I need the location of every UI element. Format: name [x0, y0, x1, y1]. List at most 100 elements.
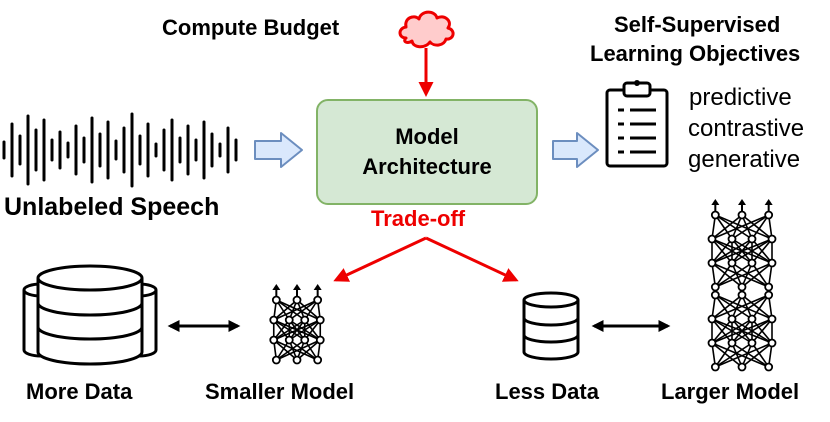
network-edge — [751, 318, 773, 344]
network-node — [707, 234, 717, 244]
less-data-label: Less Data — [495, 379, 599, 404]
network-edge — [276, 299, 321, 321]
neural-network-icon — [269, 284, 325, 365]
model-label-line1: Model — [395, 124, 459, 149]
network-node — [737, 290, 747, 300]
network-edge — [714, 262, 753, 288]
network-edge — [741, 294, 773, 320]
waveform-icon — [2, 112, 238, 188]
network-node — [269, 335, 279, 345]
network-edge — [276, 339, 321, 361]
network-edge — [741, 342, 773, 368]
network-node — [764, 362, 774, 372]
network-node — [747, 258, 757, 268]
network-node — [300, 335, 310, 345]
unlabeled-speech-label: Unlabeled Speech — [4, 193, 220, 221]
network-node — [313, 295, 323, 305]
objective-predictive: predictive — [689, 84, 792, 111]
network-edge — [751, 238, 773, 264]
output-block-arrow — [552, 132, 599, 168]
clipboard-icon — [605, 80, 669, 168]
network-node — [764, 282, 774, 292]
cloud-icon — [398, 10, 455, 49]
neural-network-icon — [707, 199, 777, 292]
network-node — [710, 210, 720, 220]
model-label-line2: Architecture — [362, 154, 492, 179]
network-edge — [273, 319, 306, 341]
network-node — [767, 314, 777, 324]
network-edge — [711, 262, 769, 288]
network-output-arrowhead — [272, 284, 281, 290]
tradeoff-arrow-right — [425, 236, 519, 282]
network-edge — [715, 294, 773, 320]
network-edge — [273, 339, 298, 361]
network-edge — [741, 214, 773, 240]
network-edge — [711, 342, 743, 368]
network-node — [284, 315, 294, 325]
network-node — [727, 314, 737, 324]
network-node — [747, 234, 757, 244]
compute-budget-label: Compute Budget — [162, 15, 340, 40]
network-edge — [731, 214, 770, 240]
objective-contrastive: contrastive — [688, 115, 805, 142]
network-edge — [711, 318, 753, 344]
network-edge — [273, 299, 318, 321]
network-node — [764, 210, 774, 220]
network-node — [747, 314, 757, 324]
larger-model-label: Larger Model — [661, 379, 800, 404]
network-edge — [711, 262, 743, 288]
network-node — [269, 315, 279, 325]
tradeoff-arrow-left — [333, 236, 427, 282]
database-icon-small — [522, 291, 580, 361]
network-edge — [715, 262, 773, 288]
trade-off-label: Trade-off — [371, 206, 466, 231]
network-edge — [715, 214, 773, 240]
network-node — [292, 295, 302, 305]
network-edge — [714, 294, 733, 320]
network-edge — [714, 342, 753, 368]
network-edge — [714, 342, 733, 368]
network-node — [727, 338, 737, 348]
network-edge — [711, 238, 753, 264]
network-node — [727, 234, 737, 244]
network-edge — [751, 294, 770, 320]
smaller-model-label: Smaller Model — [205, 379, 355, 404]
network-edge — [714, 214, 733, 240]
network-output-arrowhead — [711, 199, 720, 205]
network-edge — [288, 339, 319, 361]
network-edge — [711, 318, 773, 344]
network-node — [313, 355, 323, 365]
network-node — [284, 335, 294, 345]
network-edge — [296, 339, 321, 361]
network-edge — [711, 214, 743, 240]
network-node — [737, 210, 747, 220]
network-edge — [711, 238, 733, 264]
model-architecture-box: Model Architecture — [316, 99, 538, 205]
network-edge — [273, 299, 298, 321]
network-edge — [711, 342, 769, 368]
network-edge — [751, 342, 770, 368]
network-node — [767, 338, 777, 348]
network-edge — [296, 299, 321, 321]
network-edge — [731, 342, 770, 368]
network-node — [710, 362, 720, 372]
objective-generative: generative — [688, 146, 801, 173]
network-edge — [288, 299, 319, 321]
network-node — [292, 355, 302, 365]
network-node — [727, 258, 737, 268]
network-edge — [731, 294, 770, 320]
network-edge — [711, 214, 769, 240]
network-node — [300, 315, 310, 325]
network-node — [767, 258, 777, 268]
network-edge — [715, 342, 773, 368]
input-block-arrow — [254, 132, 303, 168]
network-node — [737, 282, 747, 292]
network-output-arrowhead — [738, 199, 746, 205]
network-edge — [273, 339, 318, 361]
ssl-title-line1: Self-Supervised — [614, 12, 781, 37]
network-edge — [711, 238, 773, 264]
network-output-arrowhead — [313, 284, 322, 290]
network-node — [707, 338, 717, 348]
more-data-label: More Data — [26, 379, 133, 404]
